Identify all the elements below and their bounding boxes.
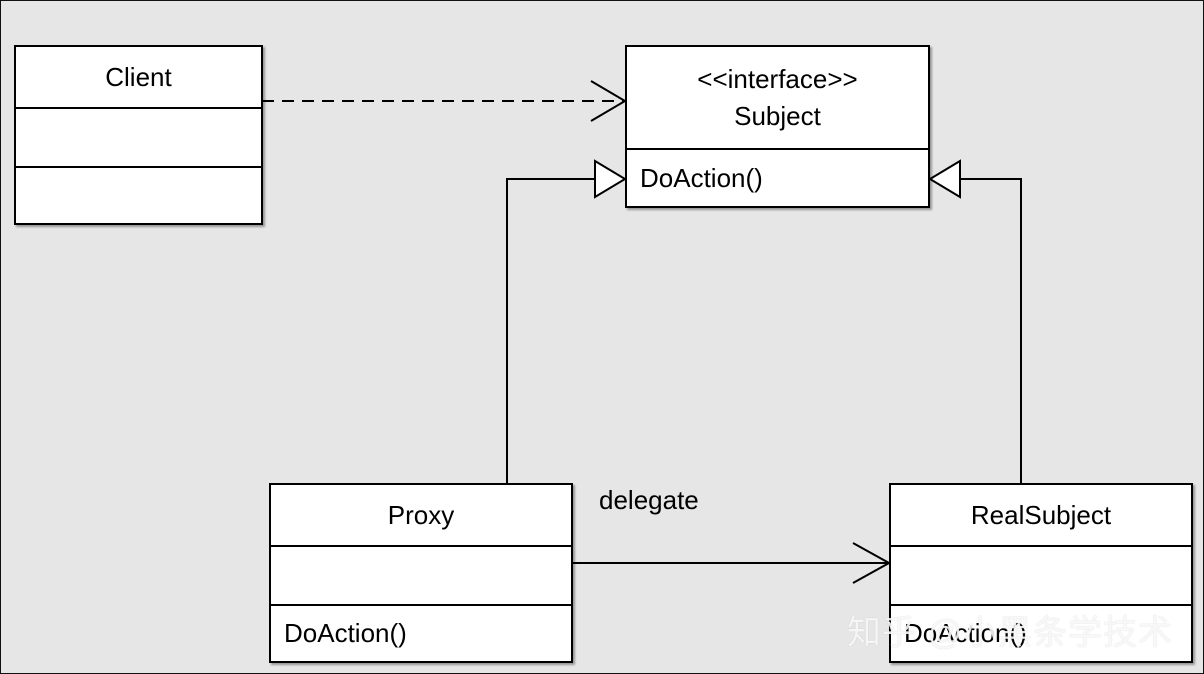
subject-class-name: Subject — [734, 100, 821, 131]
realsubject-operations-section: DoAction() — [891, 604, 1191, 661]
subject-operations-section: DoAction() — [627, 148, 928, 206]
client-operations-section — [16, 166, 261, 223]
realsubject-operation: DoAction() — [904, 618, 1027, 648]
watermark-text: 知乎 @小黑条学技术 — [847, 614, 1173, 652]
realsubject-class-name: RealSubject — [970, 499, 1112, 530]
client-subject-dependency — [262, 80, 627, 122]
proxy-class-box[interactable]: Proxy DoAction() — [269, 483, 573, 663]
client-attributes-section — [16, 107, 261, 166]
client-class-name: Client — [105, 61, 172, 92]
delegate-label: delegate — [599, 485, 699, 515]
subject-stereotype: <<interface>> — [697, 63, 858, 94]
proxy-class-name: Proxy — [387, 499, 455, 530]
client-name-section: Client — [16, 47, 261, 107]
proxy-subject-generalization — [506, 159, 627, 483]
realsubject-subject-generalization — [928, 159, 1022, 483]
proxy-operations-section: DoAction() — [271, 604, 571, 661]
proxy-realsubject-association — [572, 542, 892, 584]
realsubject-name-section: RealSubject — [891, 485, 1191, 545]
proxy-operation: DoAction() — [284, 618, 407, 648]
subject-name-section: <<interface>> Subject — [627, 47, 928, 148]
proxy-name-section: Proxy — [271, 485, 571, 545]
realsubject-class-box[interactable]: RealSubject DoAction() — [889, 483, 1193, 663]
subject-interface-box[interactable]: <<interface>> Subject DoAction() — [625, 45, 930, 208]
realsubject-attributes-section — [891, 545, 1191, 604]
client-class-box[interactable]: Client — [14, 45, 263, 225]
proxy-attributes-section — [271, 545, 571, 604]
subject-operation: DoAction() — [640, 162, 763, 193]
